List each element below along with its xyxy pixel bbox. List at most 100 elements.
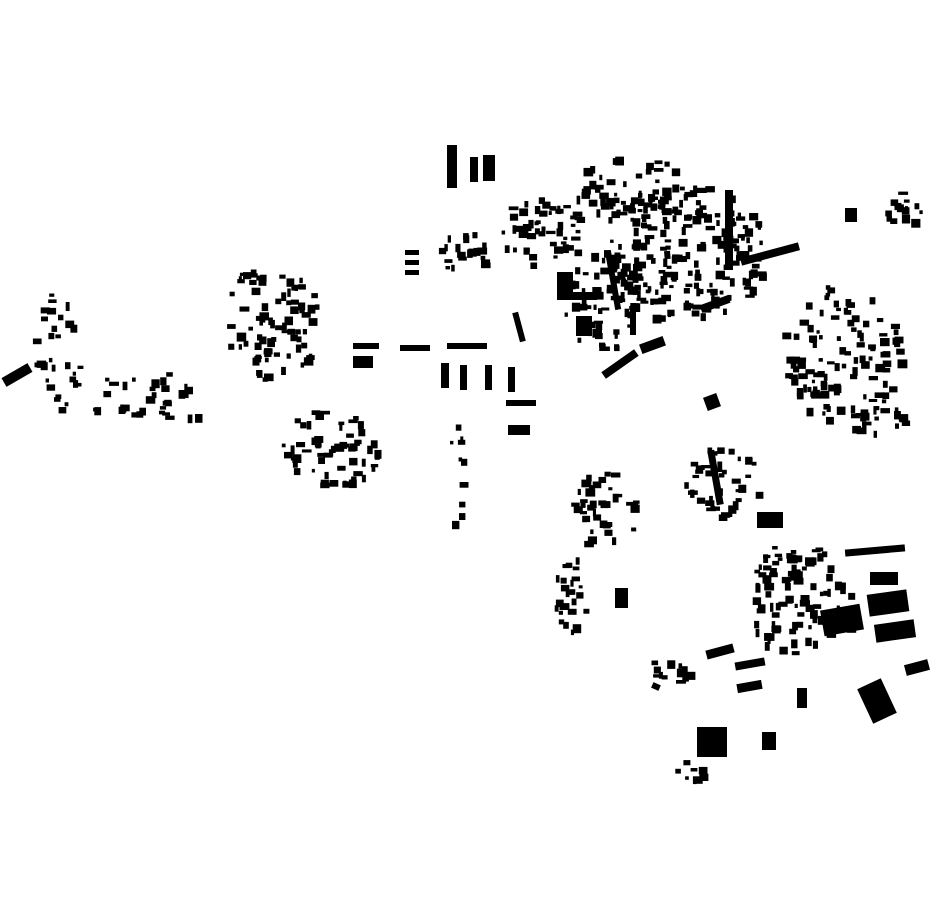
building: [461, 458, 468, 466]
building: [338, 421, 345, 426]
building: [593, 514, 602, 521]
building: [473, 247, 481, 256]
building: [482, 242, 487, 251]
building: [634, 257, 640, 266]
building: [647, 226, 658, 231]
building: [455, 424, 462, 431]
building: [770, 602, 774, 612]
building: [754, 569, 761, 574]
building: [292, 284, 303, 289]
building: [255, 315, 262, 321]
building: [746, 237, 750, 244]
building: [579, 511, 587, 515]
building: [334, 443, 345, 452]
building: [73, 382, 82, 387]
building: [651, 258, 656, 264]
building: [284, 316, 293, 326]
building: [596, 209, 601, 218]
building: [294, 418, 301, 424]
building: [685, 283, 693, 288]
building: [512, 311, 526, 343]
building: [748, 457, 753, 464]
building: [613, 329, 620, 335]
building: [55, 394, 62, 399]
building: [575, 229, 581, 234]
building: [805, 604, 815, 612]
building: [693, 185, 698, 192]
building: [790, 550, 797, 554]
building: [286, 300, 292, 306]
building: [874, 406, 880, 411]
building: [659, 281, 668, 285]
building: [612, 537, 617, 546]
building: [859, 332, 864, 342]
building: [120, 404, 124, 412]
building: [695, 200, 701, 206]
building: [306, 421, 312, 430]
building: [769, 568, 777, 575]
building: [65, 362, 71, 370]
building: [556, 228, 563, 237]
building: [564, 312, 568, 317]
building: [257, 334, 263, 341]
building: [662, 216, 668, 224]
building: [812, 640, 818, 649]
building: [264, 373, 274, 382]
building: [633, 500, 640, 504]
building: [818, 358, 823, 362]
building: [627, 274, 635, 281]
building: [715, 300, 720, 309]
building: [758, 564, 762, 570]
building: [655, 179, 660, 184]
building: [303, 357, 314, 366]
building: [691, 310, 700, 317]
building: [885, 210, 892, 217]
building: [570, 215, 577, 220]
building: [45, 378, 49, 383]
building: [797, 612, 805, 617]
building: [611, 472, 621, 478]
building: [314, 436, 324, 443]
building: [239, 306, 250, 312]
building: [315, 440, 321, 447]
building: [695, 469, 704, 474]
building: [568, 245, 574, 251]
building: [881, 399, 887, 404]
building: [717, 461, 723, 471]
building: [617, 271, 626, 280]
building: [504, 245, 510, 253]
building: [239, 272, 248, 277]
building: [678, 238, 688, 247]
building: [574, 249, 583, 257]
building: [612, 493, 619, 503]
building: [754, 620, 760, 629]
building: [704, 214, 712, 223]
building: [801, 566, 807, 571]
building: [797, 360, 806, 369]
building: [604, 471, 611, 477]
building: [529, 254, 538, 261]
building: [370, 464, 379, 468]
building: [745, 294, 755, 298]
building: [560, 241, 567, 245]
building: [640, 300, 649, 304]
building: [346, 433, 354, 438]
building: [685, 671, 696, 680]
building: [572, 211, 583, 217]
building: [55, 334, 61, 339]
building: [570, 629, 574, 636]
building: [823, 404, 830, 410]
building: [645, 289, 651, 294]
building: [592, 508, 596, 517]
building: [699, 773, 709, 781]
building: [273, 352, 280, 357]
building: [839, 347, 847, 355]
building: [772, 546, 778, 550]
building: [813, 372, 818, 378]
building: [755, 628, 760, 638]
building: [330, 445, 336, 453]
building: [557, 205, 561, 215]
building: [723, 308, 727, 315]
building: [132, 377, 136, 382]
building: [572, 566, 580, 571]
